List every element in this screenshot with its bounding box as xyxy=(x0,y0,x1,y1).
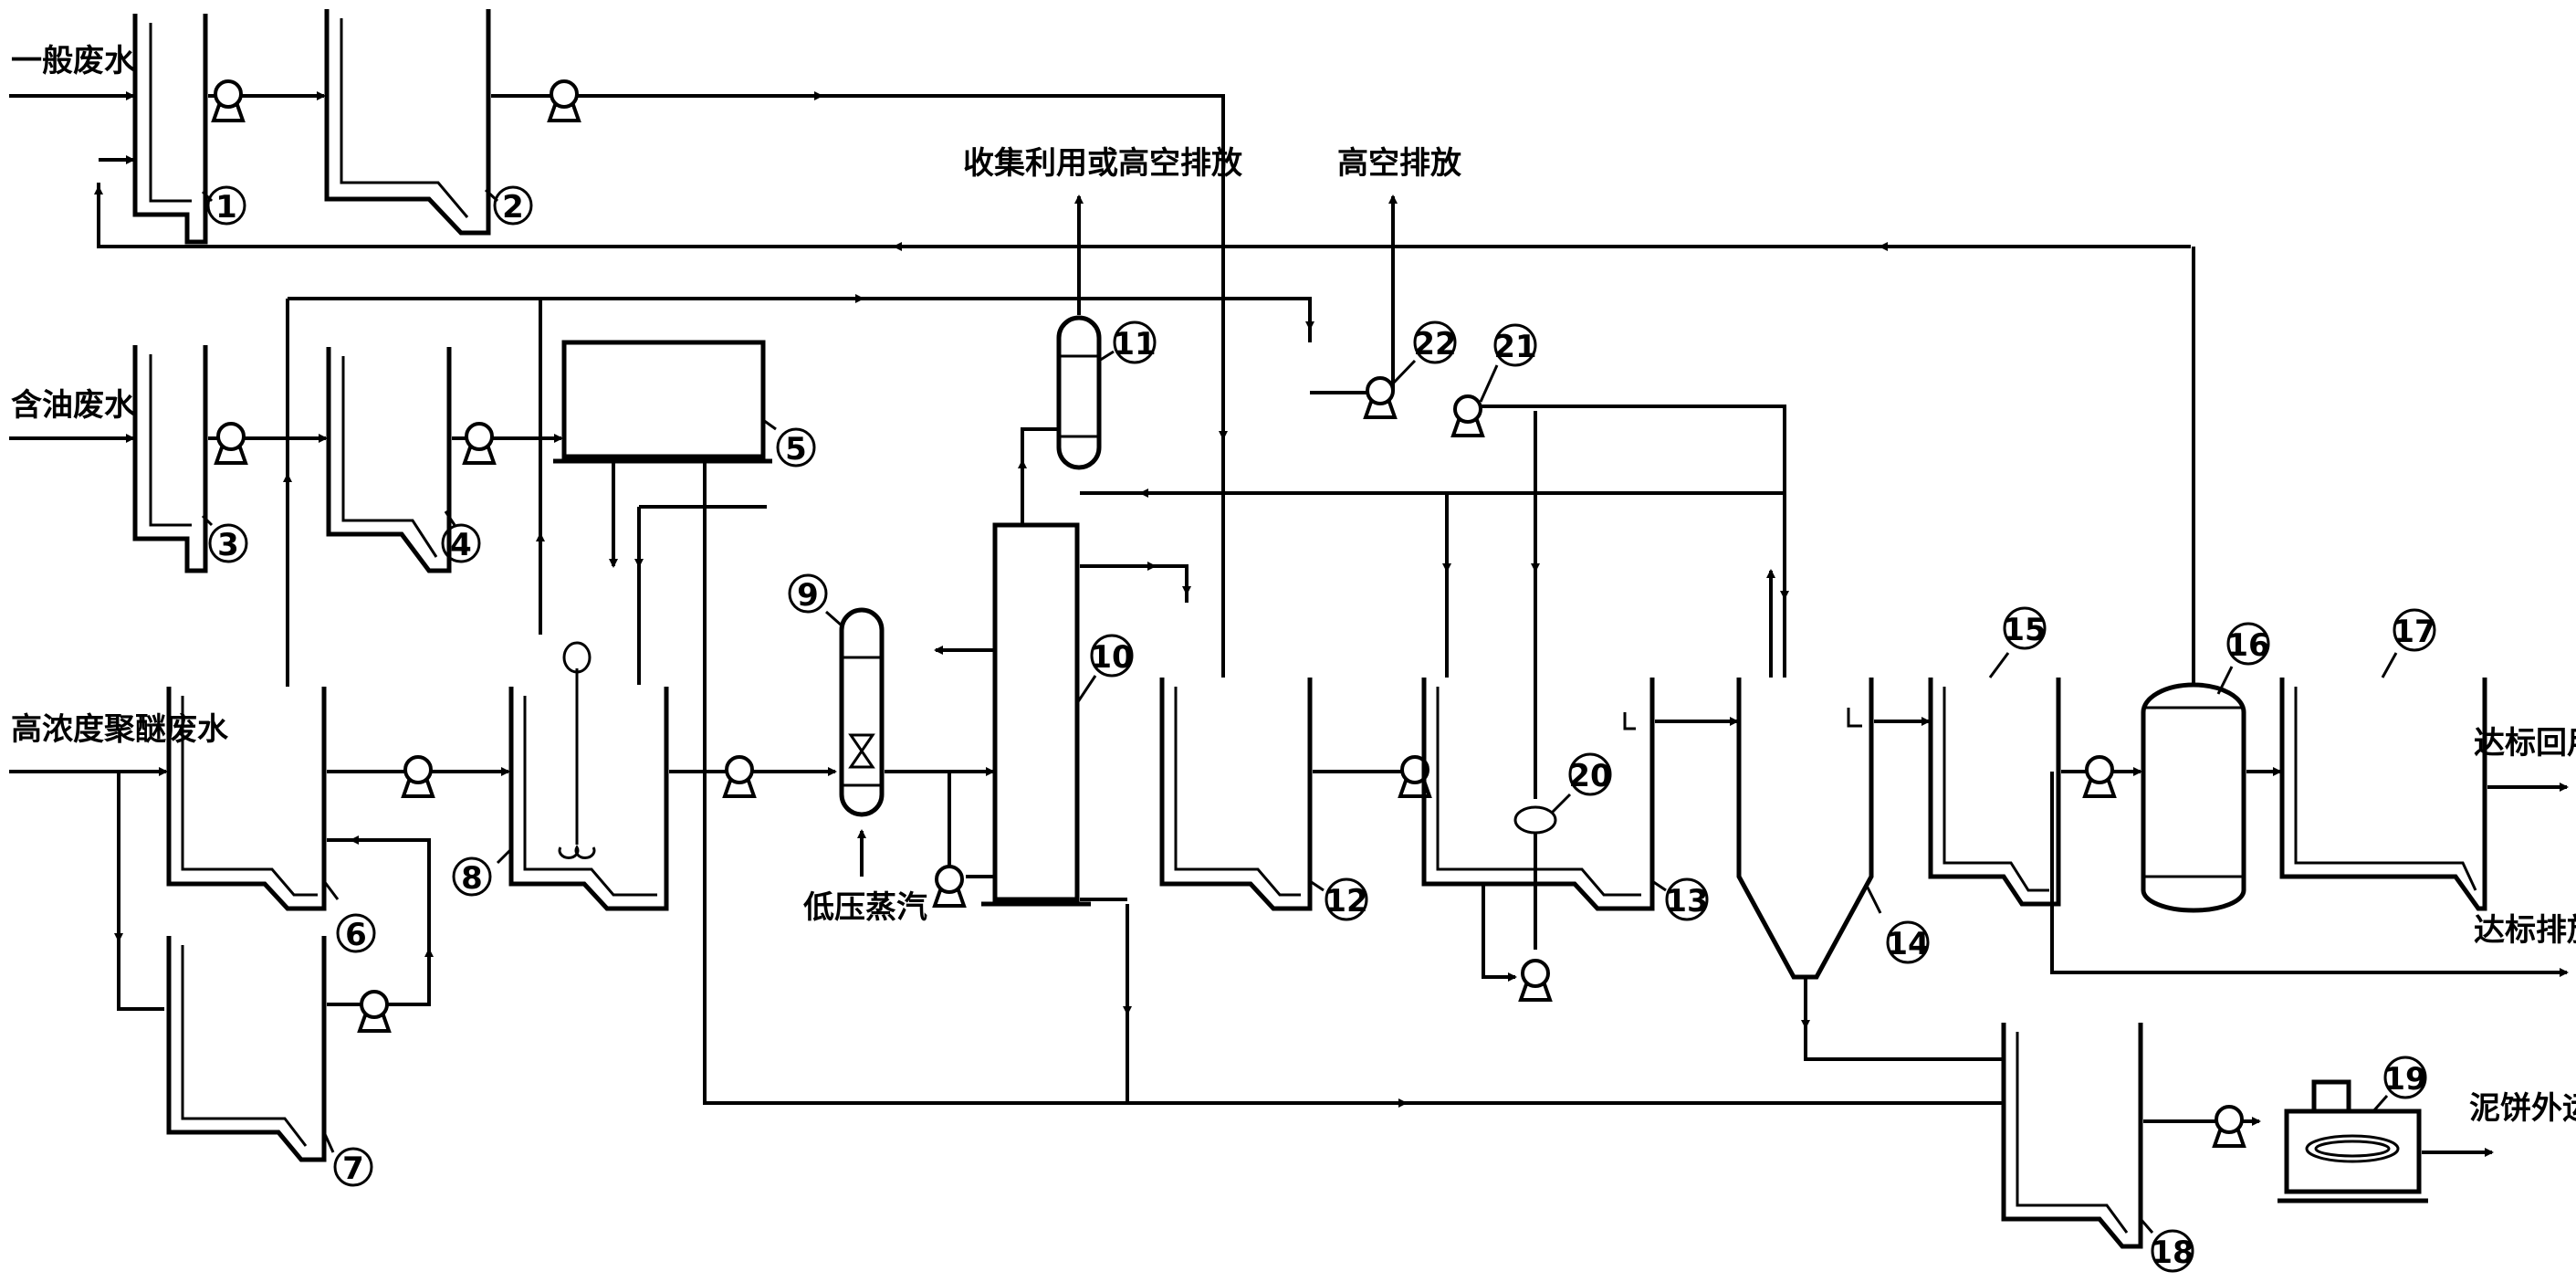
unit-13-aeration-tank xyxy=(1421,678,1655,911)
unit-1-grate-tank xyxy=(132,14,208,245)
pump-2 xyxy=(547,79,581,122)
input-oily-wastewater: 含油废水 xyxy=(11,387,136,424)
pump-10 xyxy=(932,865,967,908)
unit-18-sludge-tank xyxy=(2001,1023,2143,1249)
pipe-14-sludge xyxy=(1804,979,2004,1061)
callout-22: 22 xyxy=(1391,320,1457,385)
svg-text:17: 17 xyxy=(2393,614,2435,650)
unit-4-oil-separator xyxy=(326,347,452,573)
pipe-to-7 xyxy=(117,772,164,1011)
callout-16: 16 xyxy=(2216,622,2270,695)
unit-7-emergency-tank xyxy=(166,936,327,1162)
unit-16-filter-vessel xyxy=(2141,682,2246,913)
input-general-wastewater: 一般废水 xyxy=(11,43,136,79)
unit-10-stripping-tower xyxy=(981,522,1091,907)
svg-text:10: 10 xyxy=(1090,639,1133,676)
unit-17-reuse-tank xyxy=(2279,678,2487,911)
callout-8: 8 xyxy=(452,847,513,897)
svg-text:14: 14 xyxy=(1886,926,1929,962)
unit-14-clarifier xyxy=(1736,678,1874,980)
unit-19-filter-press xyxy=(2278,1079,2428,1203)
callout-7: 7 xyxy=(322,1131,373,1187)
pump-4 xyxy=(462,422,497,465)
svg-text:6: 6 xyxy=(345,917,367,953)
pipe-2-to-12 xyxy=(491,94,1225,678)
svg-text:22: 22 xyxy=(1413,326,1456,363)
pump-1 xyxy=(211,79,246,122)
svg-text:16: 16 xyxy=(2226,627,2269,664)
label-low-pressure-steam: 低压蒸汽 xyxy=(803,889,927,926)
pipe-10-to-12 xyxy=(1080,564,1189,603)
pump-3 xyxy=(214,422,248,465)
unit-2-adjust-tank xyxy=(324,9,491,236)
callout-1: 1 xyxy=(201,185,246,226)
unit-15-clear-water-tank xyxy=(1928,678,2061,907)
callout-14: 14 xyxy=(1865,885,1930,964)
callout-17: 17 xyxy=(2381,608,2436,678)
input-high-concentration-wastewater: 高浓度聚醚废水 xyxy=(11,711,229,748)
svg-text:20: 20 xyxy=(1568,758,1611,794)
callout-19: 19 xyxy=(2372,1056,2427,1112)
unit-12-buffer-tank xyxy=(1159,678,1313,911)
callout-9: 9 xyxy=(788,573,843,627)
unit-11-condenser-vessel xyxy=(1056,315,1102,470)
svg-text:4: 4 xyxy=(450,527,472,563)
label-collect-or-stack: 收集利用或高空排放 xyxy=(963,145,1242,182)
callout-4: 4 xyxy=(441,510,481,563)
pipe-top-to-22 xyxy=(288,297,1312,342)
callout-3: 3 xyxy=(201,514,248,563)
label-discharge: 达标排放 xyxy=(2474,912,2576,949)
svg-text:19: 19 xyxy=(2383,1061,2426,1098)
unit-3-grate-tank xyxy=(132,345,208,573)
pump-15 xyxy=(2082,755,2117,798)
callout-11: 11 xyxy=(1098,320,1157,364)
unit-9-heat-exchanger xyxy=(839,607,885,817)
svg-text:5: 5 xyxy=(785,431,807,468)
svg-text:11: 11 xyxy=(1113,326,1156,363)
svg-text:2: 2 xyxy=(502,189,524,226)
callout-5: 5 xyxy=(762,418,816,468)
unit-8-reaction-tank xyxy=(508,641,669,911)
label-sludge-out: 泥饼外运 xyxy=(2469,1090,2576,1127)
label-stack-discharge: 高空排放 xyxy=(1337,145,1461,182)
svg-text:12: 12 xyxy=(1325,883,1367,919)
pipe-10-to-11 xyxy=(1021,427,1059,525)
pump-18 xyxy=(2212,1105,2246,1148)
pipe-21-to-14 xyxy=(1481,405,1786,678)
callout-18: 18 xyxy=(2139,1218,2194,1273)
pump-12 xyxy=(1398,755,1432,798)
pump-21 xyxy=(1450,394,1485,437)
svg-text:18: 18 xyxy=(2151,1235,2194,1271)
callout-6: 6 xyxy=(322,880,376,953)
callout-12: 12 xyxy=(1309,877,1368,921)
unit-20-aerator xyxy=(1513,805,1557,835)
svg-text:3: 3 xyxy=(217,527,239,563)
callout-21: 21 xyxy=(1479,323,1537,403)
pipe-13-recirc xyxy=(1482,884,1515,979)
svg-text:9: 9 xyxy=(797,577,819,614)
callout-2: 2 xyxy=(484,185,533,226)
svg-text:8: 8 xyxy=(461,860,483,897)
pump-13 xyxy=(1518,959,1553,1002)
pipe-discharge xyxy=(2050,772,2565,974)
svg-text:1: 1 xyxy=(215,189,237,226)
pipe-sludge-line xyxy=(703,457,2004,1105)
pump-8 xyxy=(722,755,757,798)
svg-text:13: 13 xyxy=(1665,883,1708,919)
callout-10: 10 xyxy=(1075,634,1134,704)
unit-5-flotation-tank xyxy=(553,340,772,464)
svg-text:7: 7 xyxy=(342,1151,364,1187)
pipe-return-to-1 xyxy=(97,183,2191,248)
label-reuse: 达标回用 xyxy=(2474,725,2576,762)
callout-20: 20 xyxy=(1550,752,1612,814)
pump-7 xyxy=(357,990,392,1033)
pump-22 xyxy=(1363,376,1398,419)
svg-text:21: 21 xyxy=(1493,329,1536,365)
unit-6-collection-tank xyxy=(166,687,327,911)
callout-15: 15 xyxy=(1988,606,2047,678)
svg-text:15: 15 xyxy=(2003,612,2046,648)
callout-13: 13 xyxy=(1651,877,1709,921)
pump-6 xyxy=(401,755,435,798)
